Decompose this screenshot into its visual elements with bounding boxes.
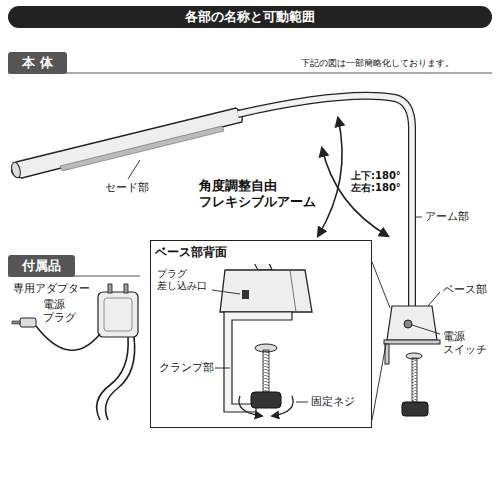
- part-label: セード部: [104, 181, 150, 194]
- inset-heading: ベース部背面: [151, 241, 371, 264]
- part-label: 電源 プラグ: [42, 298, 77, 324]
- part-label: アーム部: [424, 210, 470, 223]
- part-label: 電源 スイッチ: [442, 330, 488, 356]
- section-tab: 付属品: [8, 255, 75, 277]
- part-label: ベース部: [442, 283, 488, 296]
- base-rear-view: [220, 241, 312, 416]
- section-tab: 本 体: [8, 52, 67, 74]
- part-label: 角度調整自由 フレキシブルアーム: [198, 178, 317, 209]
- section-name: 本 体: [22, 55, 53, 70]
- adapter: [12, 284, 138, 420]
- shade: [10, 108, 242, 179]
- section-rule: [8, 73, 492, 74]
- part-label: 上下:180° 左右:180°: [350, 170, 402, 194]
- part-label: 専用アダプター: [12, 282, 91, 295]
- range-arrow: [318, 118, 342, 236]
- section-name: 付属品: [22, 258, 61, 273]
- base: [384, 306, 440, 416]
- part-label: 固定ネジ: [310, 395, 356, 408]
- inset-ground: [150, 240, 372, 428]
- title-bar: 各部の名称と可動範囲: [8, 6, 492, 28]
- part-label: クランプ部: [158, 361, 215, 374]
- part-label: 下記の図は一部簡略化しております。: [300, 58, 455, 69]
- part-label: プラグ 差し込み口: [156, 268, 208, 292]
